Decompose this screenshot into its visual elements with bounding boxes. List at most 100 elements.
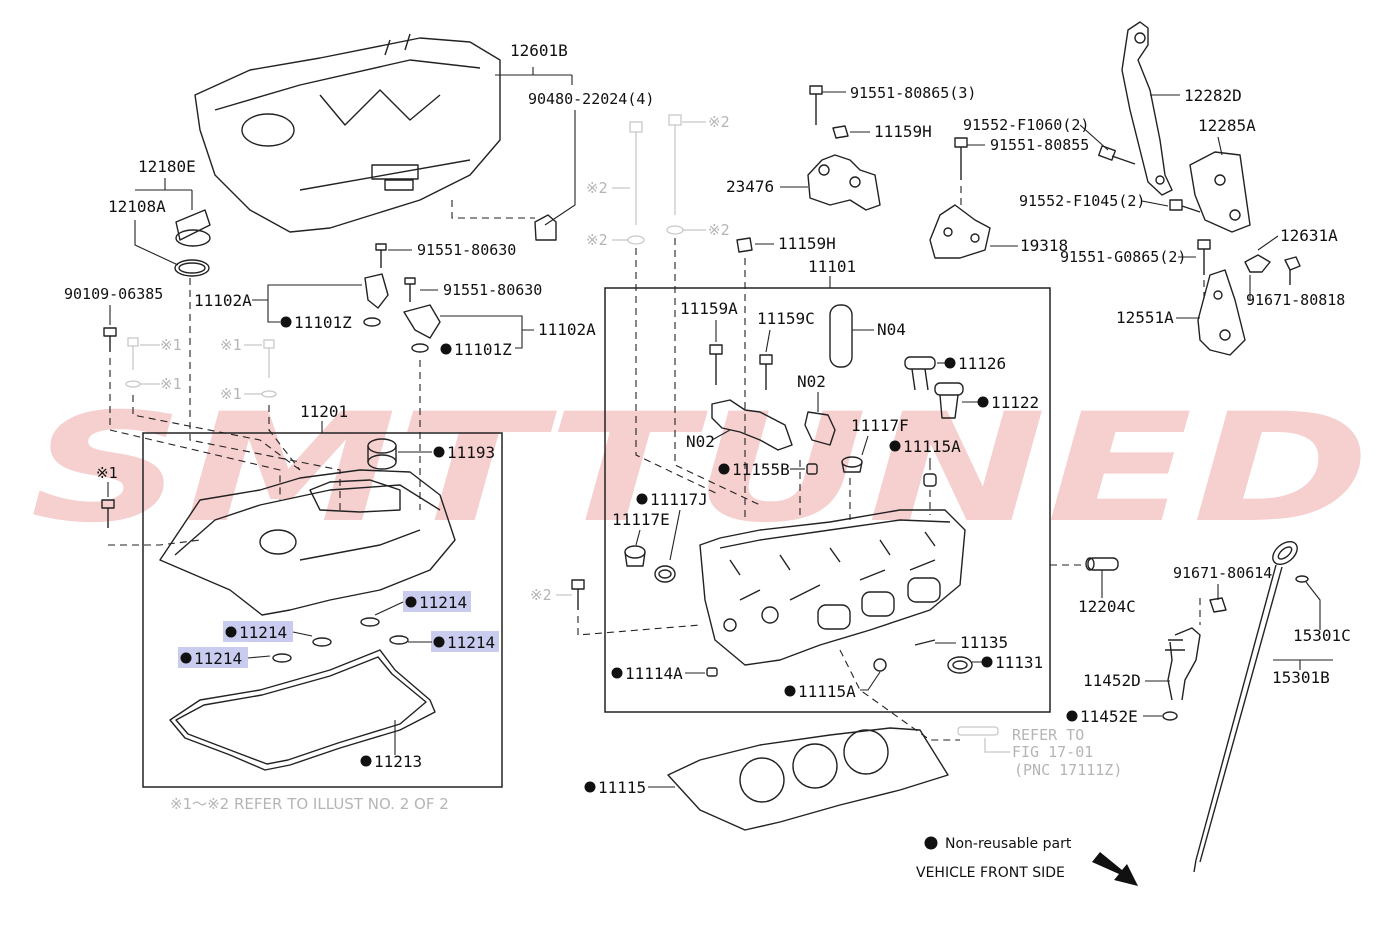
label-11201: 11201: [300, 402, 348, 421]
highlight: [431, 631, 499, 652]
label-11214-b: 11214: [239, 623, 287, 642]
gasket-11214: [312, 637, 332, 647]
oring-11452E: [1162, 711, 1178, 721]
bolt-m1: [101, 499, 115, 528]
label-11159H-a: 11159H: [874, 122, 932, 141]
label-11159C: 11159C: [757, 309, 815, 328]
ghost-bolts-m2: [627, 114, 684, 245]
nonreusable-dot: [889, 440, 901, 452]
mark-m1: ※1: [160, 375, 182, 393]
label-91551-80630-b: 91551-80630: [443, 281, 542, 299]
refer-fig-line3: (PNC 17111Z): [1014, 761, 1122, 779]
nonreusable-dot: [1066, 710, 1078, 722]
legend-front-side: VEHICLE FRONT SIDE: [916, 865, 1065, 881]
mark-m2: ※2: [586, 179, 608, 197]
label-11193: 11193: [447, 443, 495, 462]
nut-11159H-a: [832, 125, 849, 139]
dowel-11115A-b: [873, 658, 887, 672]
nonreusable-dot: [440, 343, 452, 355]
label-91671-80614: 91671-80614: [1173, 564, 1272, 582]
oil-filler-cap: [174, 209, 211, 277]
nonreusable-dot: [784, 685, 796, 697]
label-12631A: 12631A: [1280, 226, 1338, 245]
dowel-11115A: [923, 473, 937, 487]
ghost-bolt-m1-a: [125, 337, 141, 388]
ghost-stud: [957, 726, 999, 736]
front-arrow-icon: [1092, 852, 1138, 886]
label-11117E: 11117E: [612, 510, 670, 529]
gasket-11214: [272, 653, 292, 663]
tube-11126: [904, 356, 936, 391]
label-12108A: 12108A: [108, 197, 166, 216]
label-11122: 11122: [991, 393, 1039, 412]
label-11126: 11126: [958, 354, 1006, 373]
mark-m2: ※2: [708, 221, 730, 239]
guide-11122: [934, 382, 964, 419]
bolt-11159C: [759, 354, 773, 390]
pin-11135: [914, 639, 936, 646]
label-11117J: 11117J: [650, 490, 708, 509]
nonreusable-dot: [611, 667, 623, 679]
bracket-12551A: [1197, 269, 1246, 356]
gasket-11214: [389, 635, 409, 645]
nonreusable-dot: [981, 656, 993, 668]
nonreusable-dot: [718, 463, 730, 475]
refer-note: ※1～※2 REFER TO ILLUST NO. 2 OF 2: [170, 795, 449, 813]
bolt-11159A: [709, 344, 723, 385]
bolt-91551-80865: [809, 85, 823, 125]
cylinder-head-cover: [159, 469, 456, 616]
head-gasket-11115: [667, 727, 949, 831]
refer-fig-line2: FIG 17-01: [1012, 743, 1093, 761]
label-91551-G0865: 91551-G0865(2): [1060, 248, 1186, 266]
nonreusable-dot: [433, 636, 445, 648]
bolt-91671-80818: [1284, 256, 1301, 285]
nonreusable-dot: [405, 596, 417, 608]
label-12601B: 12601B: [510, 41, 568, 60]
legend-nonreusable: Non-reusable part: [945, 836, 1072, 852]
label-11155B: 11155B: [732, 460, 790, 479]
dipstick-15301B: [1193, 540, 1298, 873]
plug-11117E: [624, 545, 646, 567]
bolt-91552-F1060: [1098, 145, 1136, 165]
label-11102A-b: 11102A: [538, 320, 596, 339]
cam-sensor-a: [363, 273, 389, 327]
label-90109-06385: 90109-06385: [64, 285, 163, 303]
mark-m2: ※2: [586, 231, 608, 249]
label-11101: 11101: [808, 257, 856, 276]
label-11214-c: 11214: [447, 633, 495, 652]
mark-m1: ※1: [160, 336, 182, 354]
valve-12204C: [1085, 557, 1119, 571]
label-15301B: 15301B: [1272, 668, 1330, 687]
guide-tube-11452D: [1165, 627, 1201, 701]
highlight: [403, 591, 471, 612]
label-11135: 11135: [960, 633, 1008, 652]
label-23476: 23476: [726, 177, 774, 196]
label-11131: 11131: [995, 653, 1043, 672]
label-91551-80630-a: 91551-80630: [417, 241, 516, 259]
bolt-91551-80855: [954, 137, 968, 180]
label-11214-a: 11214: [419, 593, 467, 612]
label-90480-22024: 90480-22024(4): [528, 90, 654, 108]
nonreusable-dot: [584, 781, 596, 793]
label-11115: 11115: [598, 778, 646, 797]
label-11115A-a: 11115A: [903, 437, 961, 456]
cylinder-head: [699, 509, 966, 666]
label-11114A: 11114A: [625, 664, 683, 683]
box-11101: [604, 287, 1051, 713]
label-11115A-b: 11115A: [798, 682, 856, 701]
label-11159H-b: 11159H: [778, 234, 836, 253]
cam-cap-N02-a: [711, 399, 793, 451]
watermark-text: SMTTUNED: [30, 382, 1370, 556]
label-11101Z-a: 11101Z: [294, 313, 352, 332]
bolt-sensor-a: [375, 243, 387, 268]
engine-cover: [194, 33, 501, 233]
label-12180E: 12180E: [138, 157, 196, 176]
nonreusable-dot: [977, 396, 989, 408]
label-12285A: 12285A: [1198, 116, 1256, 135]
label-11102A-a: 11102A: [194, 291, 252, 310]
bolt-91551-G0865: [1197, 239, 1211, 275]
highlight: [223, 621, 293, 642]
label-N02-a: N02: [686, 432, 715, 451]
nonreusable-dot: [433, 446, 445, 458]
